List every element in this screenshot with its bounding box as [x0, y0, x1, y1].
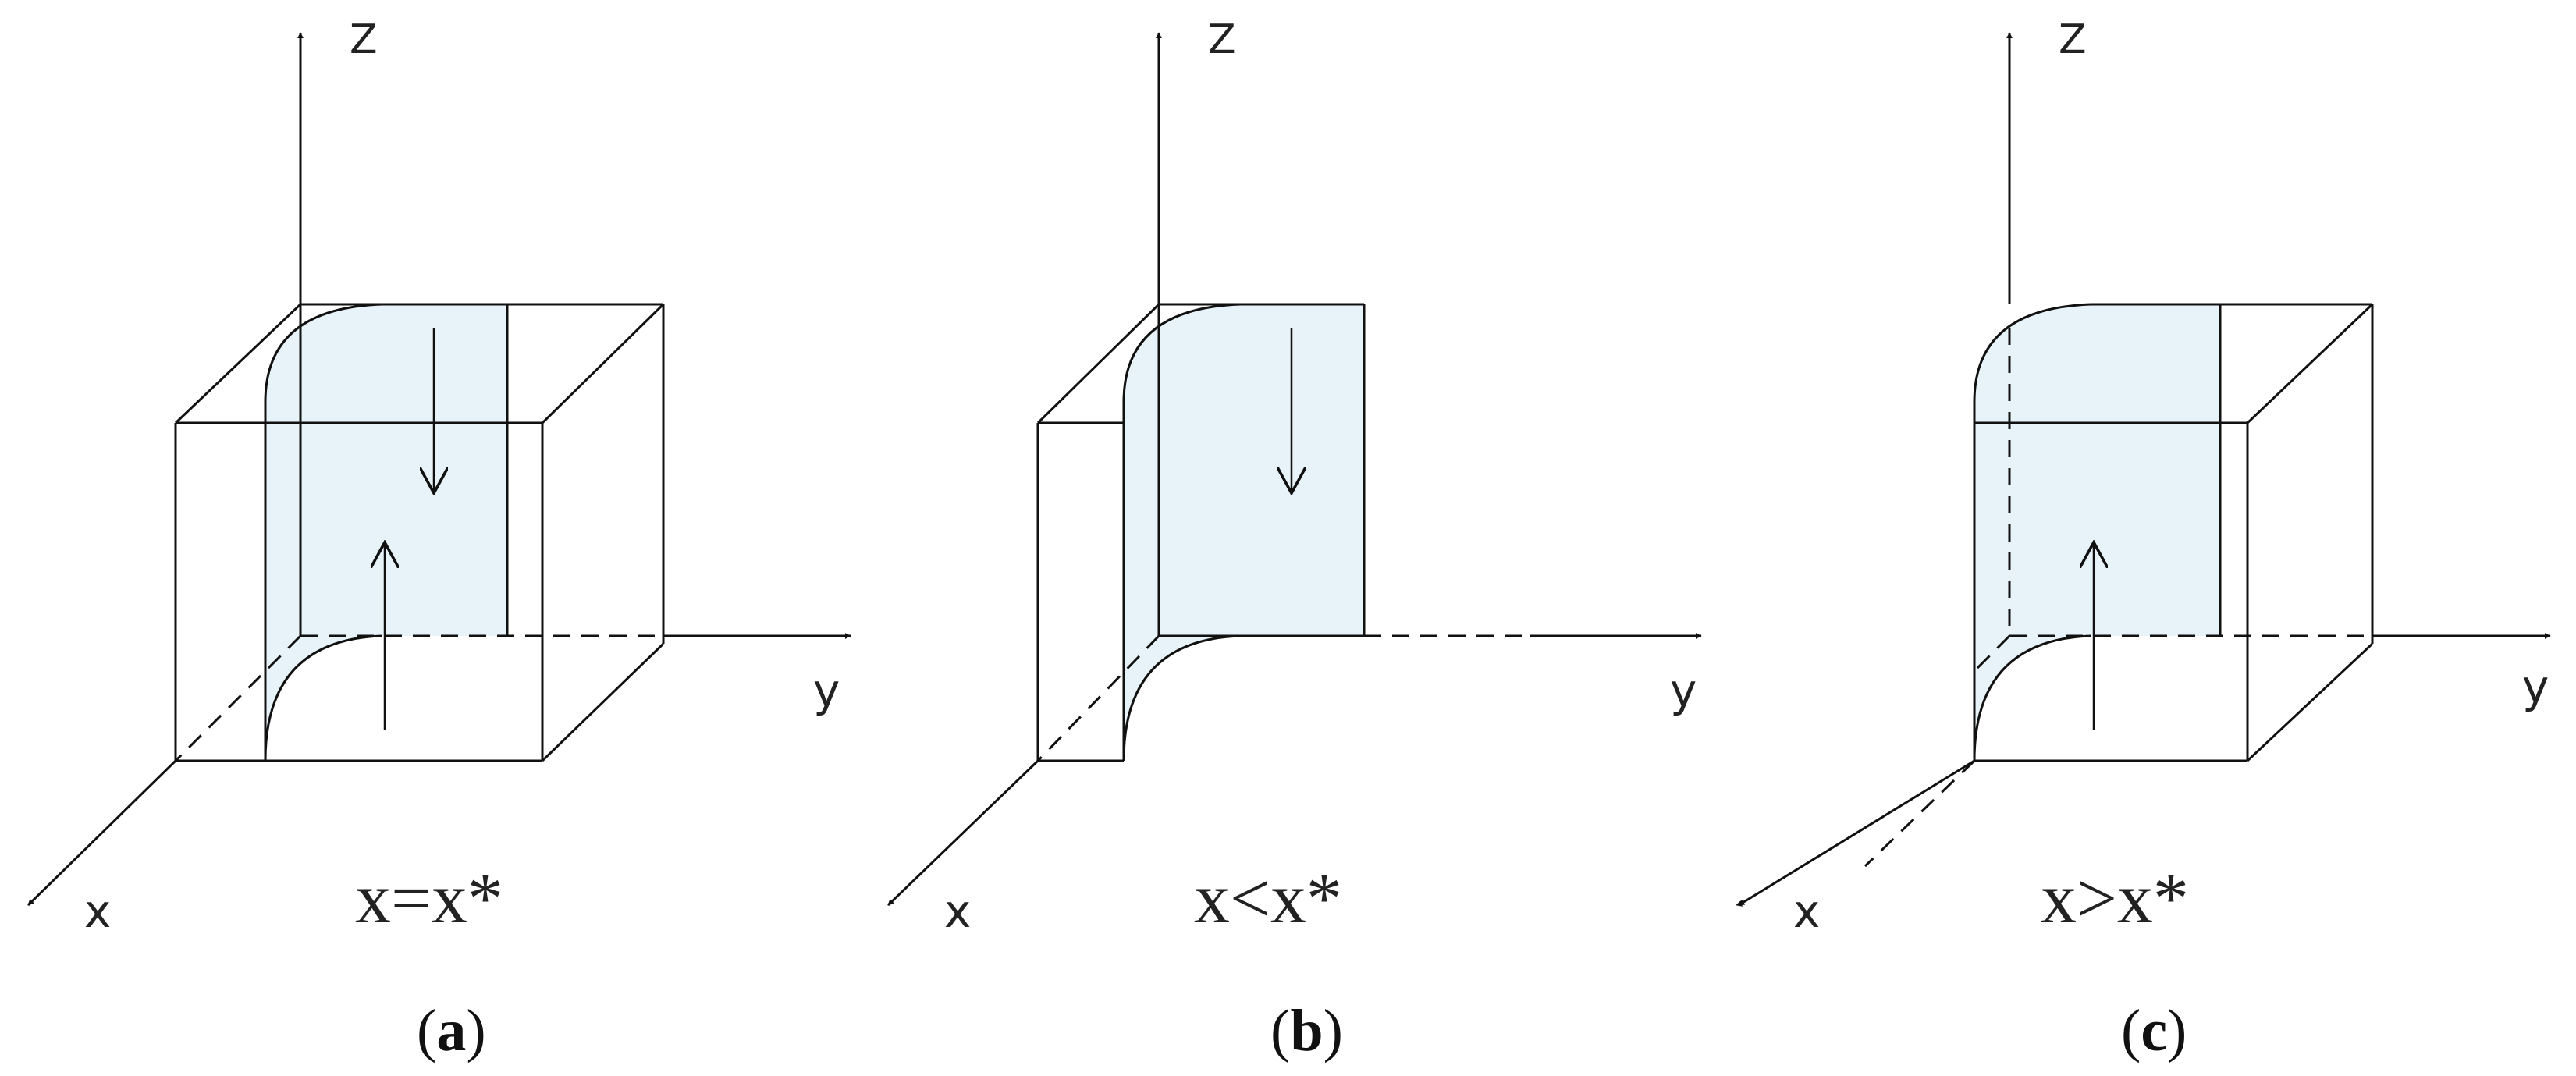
panel-b-hidden-edges: [1036, 634, 1530, 762]
panel-b: [886, 32, 1702, 907]
panel-a-y-label: y: [813, 664, 840, 717]
panel-b-surface-outline: [1122, 303, 1366, 762]
panel-b-caption: (b): [1270, 998, 1343, 1064]
panel-b-z-label: Z: [1208, 16, 1236, 63]
panel-c-y-label: y: [2522, 660, 2549, 713]
panel-c-axes: [1736, 32, 2551, 907]
panel-a-cube-edges: [174, 303, 665, 762]
panel-c-z-label: Z: [2059, 16, 2087, 63]
panel-a-hidden-edges: [174, 634, 663, 762]
panel-c-caption: (c): [2121, 998, 2187, 1064]
panel-c-x-label: x: [1793, 885, 1820, 938]
panel-c: [1736, 32, 2551, 907]
panel-b-y-label: y: [1670, 664, 1697, 717]
panel-b-x-label: x: [944, 885, 971, 938]
panel-c-surface-outline: [1973, 303, 2222, 762]
panel-b-condition: x<x*: [1194, 858, 1342, 938]
panel-a-x-label: x: [84, 885, 111, 938]
panel-c-hidden-edges: [1864, 634, 2372, 868]
panel-a-z-label: Z: [350, 16, 378, 63]
panel-b-cube-edges: [1036, 303, 1364, 762]
panel-c-surface-fill: [1974, 304, 2220, 761]
panel-a: [27, 32, 851, 907]
panel-a-condition: x=x*: [355, 858, 503, 938]
panel-c-cube-edges: [1974, 303, 2374, 762]
panel-b-axes: [886, 32, 1702, 907]
panel-c-condition: x>x*: [2041, 858, 2189, 938]
panel-a-surface-outline: [264, 303, 509, 762]
panel-a-axes: [27, 32, 851, 907]
panel-a-caption: (a): [417, 998, 486, 1064]
